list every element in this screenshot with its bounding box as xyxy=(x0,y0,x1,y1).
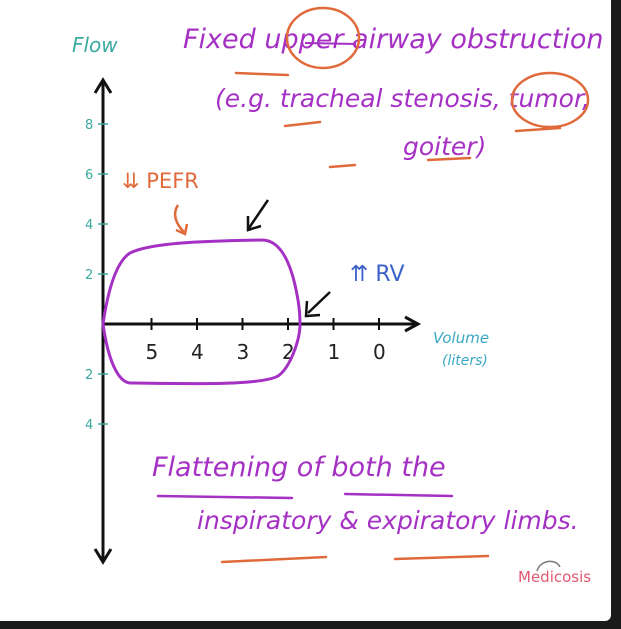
pefr-pointer-arrow xyxy=(173,204,185,233)
tracheal-underline xyxy=(283,120,322,128)
logo-stethoscope-icon xyxy=(536,560,561,572)
flow-volume-loop xyxy=(101,238,302,386)
y-axis-ticks: 8 6 4 2 2 4 xyxy=(85,118,108,433)
whiteboard-page: Fixed upper airway obstruction (e.g. tra… xyxy=(0,0,611,621)
expiratory-underline xyxy=(393,554,490,561)
comma-underline xyxy=(328,163,357,169)
y-axis-arrowhead-bottom xyxy=(93,548,113,565)
rv-pointer-arrow xyxy=(307,291,331,314)
x-axis-label-line-1: Volume xyxy=(433,329,490,347)
y-tick-label: 6 xyxy=(85,168,93,183)
x-tick-label: 0 xyxy=(373,340,386,364)
y-tick-label: 4 xyxy=(85,418,93,433)
tumor-highlight-circle xyxy=(510,71,590,129)
y-tick-label: 2 xyxy=(85,368,93,383)
upper-highlight-circle xyxy=(285,6,361,70)
tumor-underline xyxy=(514,126,562,133)
flattening-underline xyxy=(156,494,294,500)
plateau-pointer-arrow xyxy=(247,199,270,229)
upper-underline xyxy=(304,42,357,45)
goiter-underline xyxy=(426,156,472,162)
x-tick-label: 4 xyxy=(191,340,204,364)
plateau-arrowhead xyxy=(246,216,262,232)
rv-annotation: ⇈ RV xyxy=(350,262,405,287)
x-tick-label: 3 xyxy=(237,340,250,364)
y-axis-label: Flow xyxy=(72,33,118,57)
rv-arrowhead xyxy=(304,300,321,318)
x-tick-label: 1 xyxy=(328,340,341,364)
caption-line-2: inspiratory & expiratory limbs. xyxy=(197,506,579,535)
y-tick-label: 2 xyxy=(85,268,93,283)
y-axis-arrowhead-top xyxy=(93,77,113,94)
example-text-line-1: (e.g. tracheal stenosis, tumor, xyxy=(215,84,590,113)
medicosis-logo: Medicosis xyxy=(518,568,592,586)
diagram-title: Fixed upper airway obstruction xyxy=(183,24,604,55)
y-tick-label: 4 xyxy=(85,218,93,233)
caption-line-1: Flattening of both the xyxy=(152,452,446,483)
pefr-annotation: ⇊ PEFR xyxy=(122,169,199,193)
pefr-arrowhead xyxy=(175,223,189,236)
inspiratory-underline xyxy=(220,555,328,564)
x-axis-label-line-2: (liters) xyxy=(442,353,488,369)
x-tick-label: 5 xyxy=(146,340,159,364)
x-axis-arrowhead xyxy=(404,315,422,333)
example-text-line-2: goiter) xyxy=(403,132,487,161)
both-underline xyxy=(343,492,454,498)
airway-underline xyxy=(234,71,290,77)
flow-volume-diagram: 8 6 4 2 2 4 5 4 3 2 1 0 xyxy=(85,6,590,572)
y-tick-label: 8 xyxy=(85,118,93,133)
